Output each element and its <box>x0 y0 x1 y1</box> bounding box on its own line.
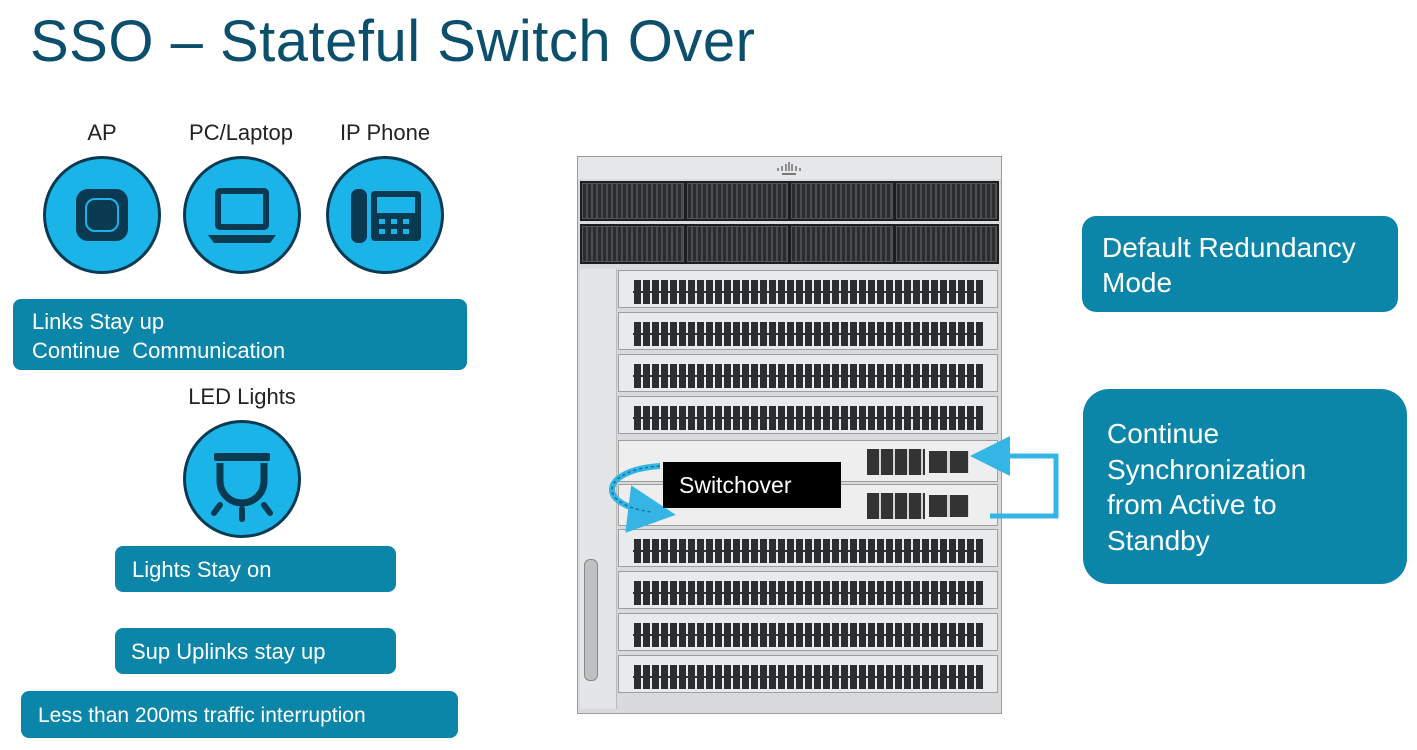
ip-phone-icon <box>326 156 444 274</box>
line-card-8 <box>618 655 998 693</box>
access-point-icon <box>43 156 161 274</box>
phone-label: IP Phone <box>339 120 431 145</box>
line-card-7 <box>618 613 998 651</box>
line-card-6 <box>618 571 998 609</box>
page-title: SSO – Stateful Switch Over <box>30 9 756 74</box>
sync-line-3: from Active to <box>1107 489 1277 520</box>
led-lights-label: LED Lights <box>188 384 296 409</box>
lights-stay-on-box: Lights Stay on <box>115 546 396 592</box>
switchover-label: Switchover <box>663 462 841 508</box>
sync-line-1: Continue <box>1107 418 1220 449</box>
sync-line-4: Standby <box>1107 524 1210 556</box>
switch-chassis <box>577 156 1002 714</box>
line-card-2 <box>618 312 998 350</box>
line-card-5 <box>618 529 998 567</box>
line-card-1 <box>618 270 998 308</box>
chassis-handle <box>584 559 598 681</box>
redundancy-line-2: Mode <box>1102 267 1173 298</box>
power-supply-row-1 <box>580 181 999 221</box>
chassis-top-bar <box>578 157 1001 179</box>
led-light-icon <box>183 420 301 538</box>
links-line-1: Links Stay up <box>32 309 165 334</box>
line-card-4 <box>618 396 998 434</box>
links-line-2: Continue Communication <box>32 338 286 363</box>
links-stay-up-box: Links Stay up Continue Communication <box>13 299 467 370</box>
continue-sync-box: Continue Synchronization from Active to … <box>1083 389 1407 584</box>
default-redundancy-box: Default Redundancy Mode <box>1082 216 1398 312</box>
line-card-3 <box>618 354 998 392</box>
redundancy-line-1: Default Redundancy <box>1102 232 1356 263</box>
sup-uplinks-box: Sup Uplinks stay up <box>115 628 396 674</box>
laptop-label: PC/Laptop <box>189 120 293 145</box>
ap-label: AP <box>87 120 117 145</box>
sync-line-2: Synchronization <box>1107 453 1307 485</box>
laptop-icon <box>183 156 301 274</box>
traffic-interruption-box: Less than 200ms traffic interruption <box>21 691 458 738</box>
power-supply-row-2 <box>580 224 999 264</box>
cisco-logo-icon <box>777 162 801 175</box>
chassis-left-rail <box>580 269 617 709</box>
